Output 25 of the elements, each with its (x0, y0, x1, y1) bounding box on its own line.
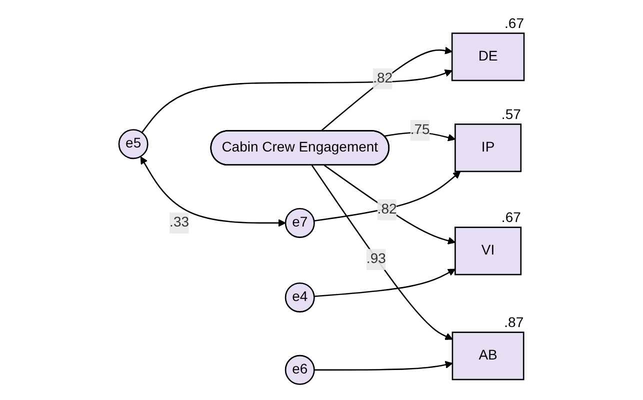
arrow (311, 164, 453, 340)
value-label: .87 (504, 314, 524, 330)
node-circle: e4 (284, 282, 315, 312)
arrow (314, 171, 461, 222)
value-label: .67 (504, 15, 524, 31)
arrow (314, 360, 453, 371)
arrow (324, 164, 456, 244)
node-circle: e5 (118, 129, 148, 160)
edge-label: .33 (170, 215, 190, 230)
node-circle: e6 (284, 354, 315, 385)
node-box: DE (451, 32, 525, 82)
edge-label: .75 (410, 122, 430, 138)
edge-label: .82 (373, 70, 393, 86)
arrow (314, 268, 456, 298)
arrow (320, 46, 452, 132)
edge-label: .82 (377, 202, 397, 217)
value-label: .67 (501, 209, 521, 226)
edge-label: .93 (366, 252, 386, 266)
arrow (140, 156, 286, 227)
value-label: .57 (501, 106, 521, 122)
node-box: AB (452, 332, 524, 380)
node-box: VI (454, 226, 522, 276)
node-circle: e7 (284, 208, 315, 238)
arrow (141, 69, 452, 133)
node-box: IP (454, 124, 522, 172)
